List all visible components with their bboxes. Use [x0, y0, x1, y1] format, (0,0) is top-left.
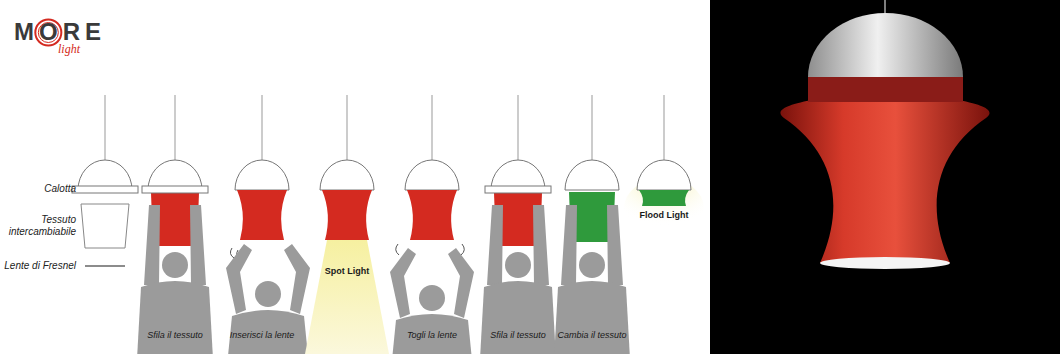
wire — [592, 95, 593, 160]
logo-script: light — [58, 43, 98, 57]
lamp-step — [390, 95, 474, 354]
step-caption: Sfila il tessuto — [147, 330, 203, 340]
wire — [432, 95, 433, 160]
person — [135, 205, 215, 354]
lamp-flood — [624, 95, 704, 238]
render-panel — [710, 0, 1060, 354]
step-caption: Sfila il tessuto — [490, 330, 546, 340]
lamp-step — [226, 95, 310, 354]
step-caption: Inserisci la lente — [230, 330, 295, 340]
lamp-step — [478, 95, 558, 354]
light-opening — [820, 257, 950, 269]
flange — [142, 186, 208, 193]
flange — [485, 186, 551, 193]
person — [226, 244, 310, 354]
logo-word: MORE — [14, 18, 104, 46]
wire — [105, 95, 106, 160]
wire — [262, 95, 263, 160]
red-fabric — [322, 190, 372, 240]
mode-label: Flood Light — [640, 210, 689, 220]
lamp-step — [552, 95, 632, 354]
part-name: Lente di Fresnel — [2, 260, 76, 272]
dome — [320, 160, 374, 190]
wire — [664, 95, 665, 160]
spot-beam — [305, 240, 389, 354]
part-name: Tessuto intercambiabile — [2, 214, 76, 237]
lens — [242, 243, 282, 245]
wire — [347, 95, 348, 160]
wire — [518, 95, 519, 160]
lamp-step — [135, 95, 215, 354]
wire — [175, 95, 176, 160]
dome-render — [808, 13, 963, 77]
red-fabric — [407, 190, 457, 240]
step-caption: Cambia il tessuto — [557, 330, 626, 340]
dome — [565, 160, 619, 190]
person — [552, 205, 632, 354]
part-name: Calotta — [4, 183, 76, 195]
step-caption: Togli la lente — [407, 330, 457, 340]
dome — [235, 160, 289, 190]
lens — [85, 265, 125, 267]
red-fabric-render — [780, 100, 989, 263]
red-fabric — [237, 190, 287, 240]
lamp-spot — [305, 95, 389, 354]
dome — [637, 160, 691, 190]
flange — [72, 186, 138, 193]
fabric-band — [808, 76, 963, 102]
exploded-lamp — [72, 95, 138, 266]
green-fabric — [639, 190, 689, 206]
fabric-outline — [81, 204, 129, 248]
person — [478, 205, 558, 354]
dome — [405, 160, 459, 190]
mode-label: Spot Light — [325, 266, 370, 276]
person — [390, 248, 474, 354]
wire — [884, 0, 886, 14]
black-background — [710, 0, 1060, 354]
